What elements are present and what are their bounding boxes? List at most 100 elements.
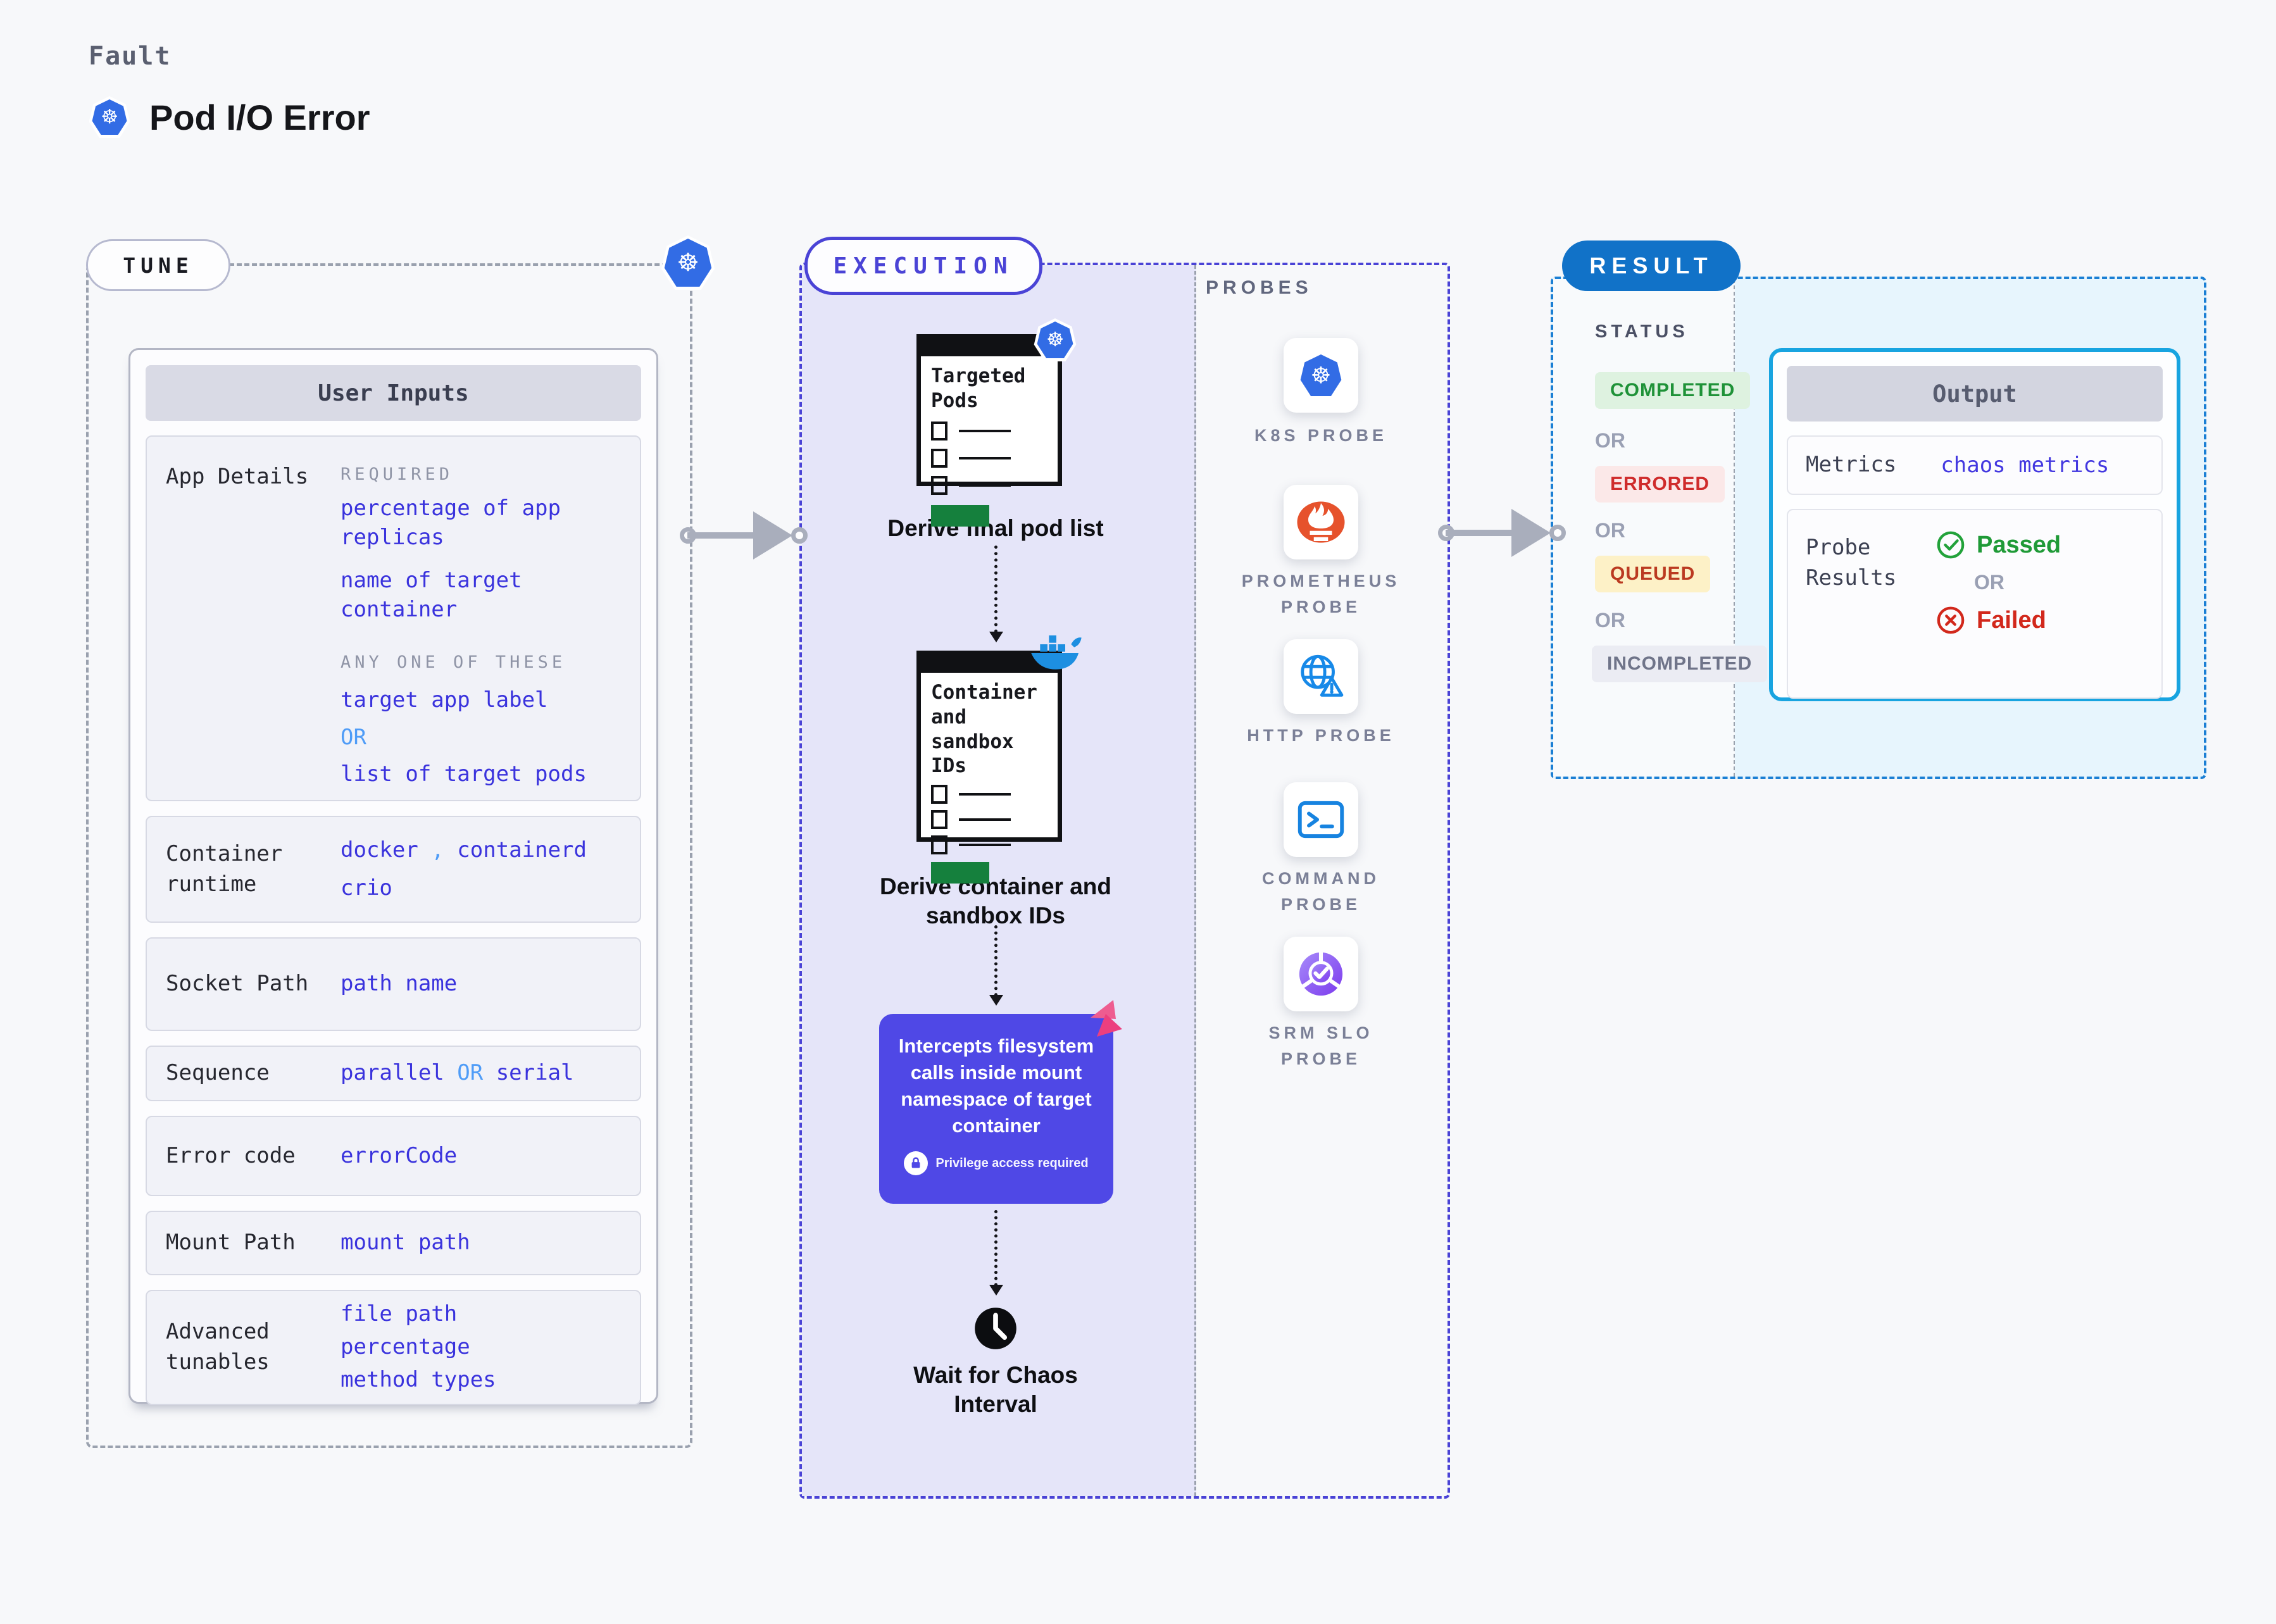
privilege-badge: Privilege access required — [935, 1156, 1089, 1170]
or-separator: OR — [341, 725, 366, 751]
metrics-label: Metrics — [1806, 452, 1897, 478]
tune-panel — [86, 263, 692, 1448]
value-item: percentage of app replicas — [341, 496, 561, 550]
down-arrow-icon — [989, 1210, 1003, 1296]
clipboard-title: Targeted Pods — [931, 365, 1026, 412]
or-separator: OR — [457, 1060, 484, 1086]
row-app-details: App Details REQUIRED percentage of app r… — [146, 435, 641, 801]
value-item: serial — [496, 1060, 574, 1086]
down-arrow-icon — [989, 546, 1003, 642]
row-container-runtime: Container runtime docker , containerd cr… — [146, 816, 641, 923]
output-header: Output — [1787, 366, 2163, 422]
row-label: Error code — [166, 1142, 296, 1168]
probe-card-http — [1284, 639, 1358, 714]
value-item: errorCode — [341, 1142, 458, 1168]
probe-results-label: Probe Results — [1806, 535, 1897, 590]
docker-icon — [1030, 634, 1083, 673]
or-separator: OR — [1595, 519, 1625, 542]
status-badge-incompleted: INCOMPLETED — [1592, 646, 1768, 682]
passed-status: Passed — [1936, 530, 2061, 559]
probe-label: HTTP PROBE — [1247, 726, 1395, 745]
value-item: method types — [341, 1366, 496, 1392]
clock-icon — [973, 1306, 1018, 1351]
required-heading: REQUIRED — [341, 465, 454, 484]
row-label: Advanced tunables — [166, 1319, 270, 1375]
x-circle-icon — [1937, 606, 1965, 634]
status-badge-completed: COMPLETED — [1595, 372, 1751, 409]
kubernetes-icon: ☸ — [89, 96, 130, 138]
probe-label: PROMETHEUS PROBE — [1241, 572, 1401, 616]
page-title-row: ☸ Pod I/O Error — [89, 96, 370, 138]
value-item: docker — [341, 837, 418, 863]
failed-status: Failed — [1936, 606, 2061, 635]
or-separator: OR — [1595, 609, 1625, 632]
fault-kicker: Fault — [89, 42, 172, 71]
value-item: target app label — [341, 687, 548, 713]
row-values: REQUIRED percentage of app replicas name… — [337, 437, 621, 789]
step-caption: Wait for Chaos Interval — [913, 1362, 1078, 1418]
step-caption: Derive final pod list — [887, 515, 1104, 541]
step-caption: Derive container and sandbox IDs — [879, 873, 1111, 929]
probe-card-command — [1284, 782, 1358, 857]
value-item: list of target pods — [341, 761, 587, 787]
lock-icon — [904, 1151, 929, 1176]
value-item: parallel — [341, 1060, 444, 1086]
execution-to-result-arrow-icon — [1438, 504, 1566, 562]
value-item: mount path — [341, 1230, 470, 1256]
metrics-row: Metrics chaos metrics — [1787, 435, 2163, 495]
row-sequence: Sequence parallel OR serial — [146, 1046, 641, 1101]
value-item: crio — [341, 875, 392, 901]
tune-pill: TUNE — [86, 239, 230, 291]
row-label: Container runtime — [166, 840, 283, 897]
probe-label: K8S PROBE — [1254, 426, 1388, 445]
probes-heading: PROBES — [1206, 277, 1313, 298]
tune-to-execution-arrow-icon — [680, 506, 808, 565]
container-ids-clipboard-icon: Container and sandbox IDs — [916, 635, 1082, 884]
terminal-icon — [1297, 801, 1344, 839]
result-status-column — [1553, 279, 1735, 777]
row-label: App Details — [166, 464, 309, 489]
comma-separator: , — [431, 837, 444, 863]
intercept-step-card: Intercepts filesystem calls inside mount… — [879, 1000, 1122, 1204]
value-item: containerd — [457, 837, 587, 863]
prometheus-icon — [1297, 501, 1345, 543]
intercept-text: Intercepts filesystem calls inside mount… — [898, 1035, 1094, 1137]
execution-pill: EXECUTION — [804, 237, 1042, 295]
globe-alert-icon — [1301, 654, 1344, 697]
row-values: docker , containerd crio — [337, 836, 621, 903]
probe-label: COMMAND PROBE — [1262, 869, 1380, 914]
check-circle-icon — [1937, 531, 1965, 559]
row-label: Socket Path — [166, 971, 309, 997]
result-pill: RESULT — [1562, 240, 1741, 291]
or-separator: OR — [1595, 429, 1625, 452]
kubernetes-icon: ☸ — [1034, 318, 1077, 361]
or-separator: OR — [1974, 571, 2004, 594]
output-card: Output Metrics chaos metrics Probe Resul… — [1769, 348, 2180, 701]
probe-results-row: Probe Results Passed OR Failed — [1787, 509, 2163, 699]
row-socket-path: Socket Path path name — [146, 937, 641, 1031]
row-label: Sequence — [166, 1060, 270, 1086]
kubernetes-icon: ☸ — [1297, 351, 1345, 399]
status-badge-errored: ERRORED — [1595, 466, 1725, 503]
user-inputs-card: User Inputs App Details REQUIRED percent… — [128, 348, 658, 1405]
kubernetes-icon: ☸ — [661, 235, 715, 290]
value-item: file path — [341, 1301, 458, 1327]
value-item: name of target container — [341, 567, 522, 622]
row-label: Mount Path — [166, 1230, 296, 1256]
any-one-heading: ANY ONE OF THESE — [341, 652, 566, 672]
down-arrow-icon — [989, 925, 1003, 1006]
value-item: path name — [341, 971, 458, 997]
value-item: percentage — [341, 1334, 470, 1360]
slo-donut-check-icon — [1299, 951, 1343, 996]
targeted-pods-clipboard-icon: Targeted Pods ☸ — [916, 318, 1077, 527]
probe-card-k8s: ☸ — [1284, 338, 1358, 413]
pink-ribbon-icon — [1087, 997, 1127, 1038]
page-title: Pod I/O Error — [149, 97, 370, 137]
clipboard-title: Container and sandbox IDs — [931, 681, 1037, 778]
probe-card-srm-slo — [1284, 937, 1358, 1011]
status-heading: STATUS — [1595, 322, 1689, 342]
status-badge-queued: QUEUED — [1595, 556, 1711, 592]
user-inputs-header: User Inputs — [146, 365, 641, 421]
row-advanced-tunables: Advanced tunables file path percentage m… — [146, 1290, 641, 1405]
